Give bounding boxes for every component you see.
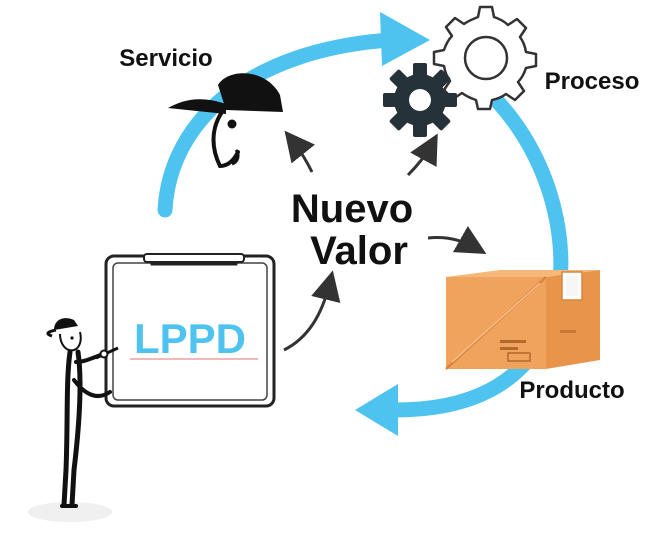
cycle-arrowhead-top (380, 12, 430, 66)
arrow-to-proceso (406, 133, 438, 177)
label-servicio: Servicio (119, 45, 212, 72)
stick-person-icon (28, 318, 119, 522)
center-text-valor: Valor (310, 229, 408, 273)
clipboard-icon (104, 253, 276, 408)
arrow-to-producto (427, 226, 487, 254)
arrow-to-servicio (284, 130, 315, 173)
cardboard-box-icon (445, 270, 600, 370)
arrow-from-lppd (283, 270, 341, 352)
clipboard-text-lppd: LPPD (134, 315, 246, 362)
gear-solid-icon (383, 63, 457, 137)
label-proceso: Proceso (545, 68, 640, 95)
center-text-nuevo: Nuevo (291, 187, 413, 231)
label-producto: Producto (519, 377, 624, 404)
worker-head-icon (168, 73, 283, 169)
cycle-arrowhead-bottom (355, 384, 398, 436)
gear-outline-icon (432, 5, 538, 111)
